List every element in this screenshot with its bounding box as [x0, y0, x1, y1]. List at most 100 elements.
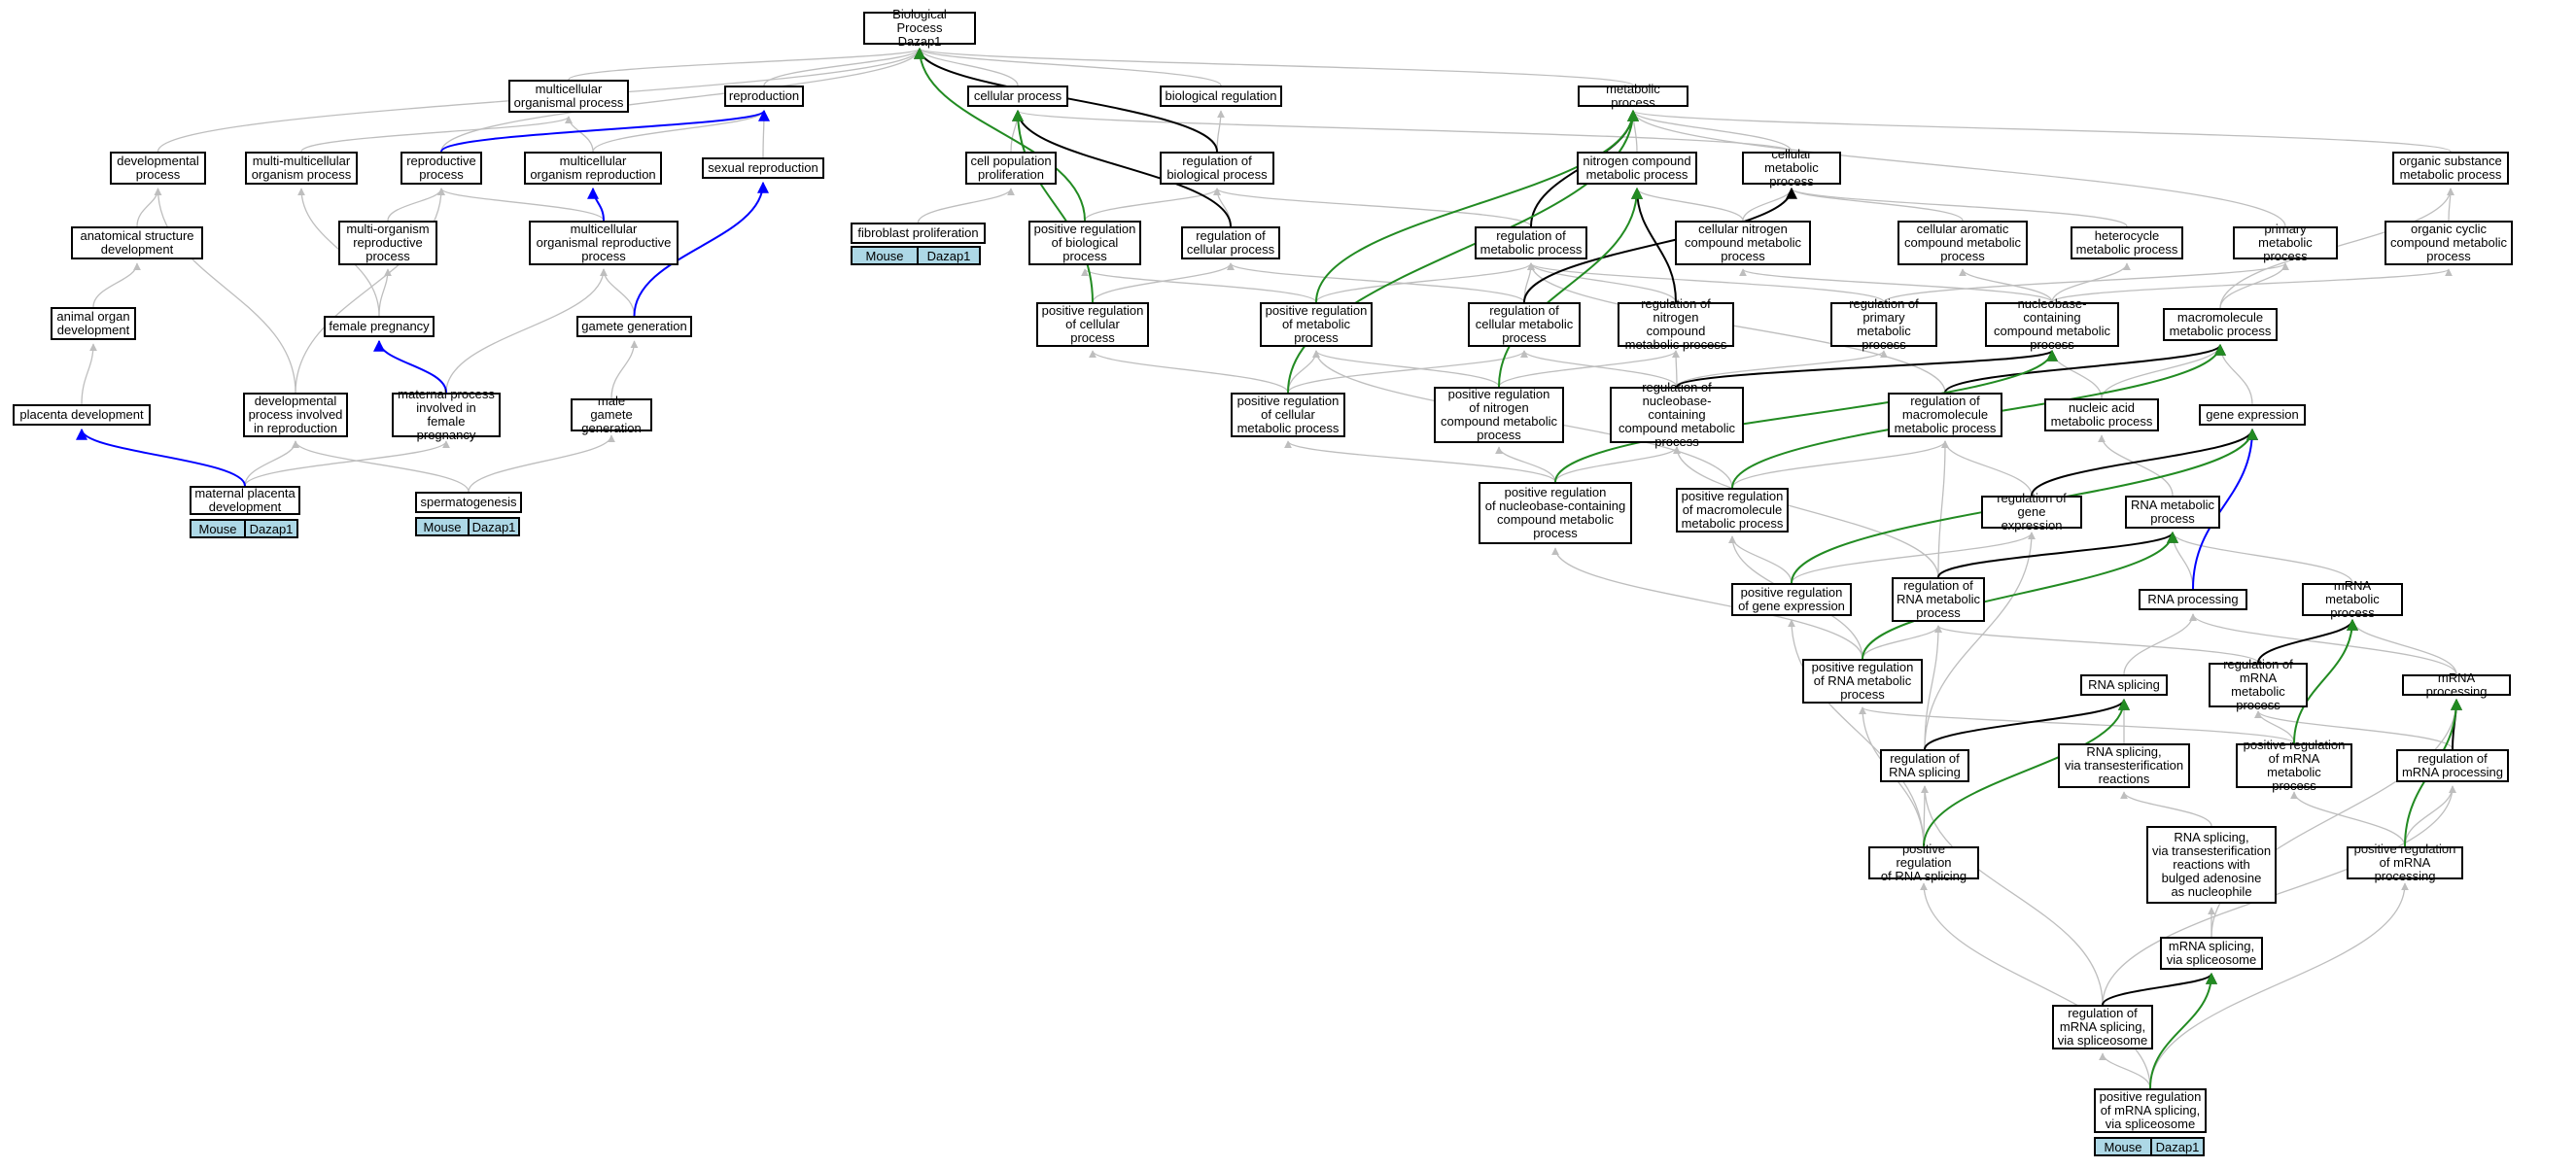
go-term-animal-organ[interactable]: animal organ development [51, 307, 136, 340]
go-term-dev-repro[interactable]: developmental process involved in reprod… [243, 393, 348, 437]
go-term-pos-reg-mrna-processing[interactable]: positive regulation of mRNA processing [2347, 842, 2463, 883]
is-a-edge-cell-metab-to-metabolic [1629, 110, 1793, 153]
is-a-edge-nucleobase-to-cell-arom [1959, 268, 2053, 303]
go-term-pos-reg-cell-metab[interactable]: positive regulation of cellular metaboli… [1231, 393, 1345, 437]
is-a-edge-reg-nitro-to-reg-metab [1527, 262, 1677, 303]
go-term-gamete-gen[interactable]: gamete generation [576, 316, 692, 337]
go-term-sexual-repro[interactable]: sexual reproduction [702, 157, 824, 179]
go-term-rna-splicing-bulged[interactable]: RNA splicing, via transesterification re… [2146, 826, 2277, 904]
is-a-edge-fibro-prolif-to-cell-pop-prolif [917, 188, 1015, 223]
is-a-edge-rna-splicing-to-rna-processing [2123, 613, 2197, 675]
regulates-edge-reg-rna-splicing-to-rna-splicing [1924, 698, 2130, 750]
go-term-repro-process[interactable]: reproductive process [400, 152, 482, 185]
go-term-reg-macromol[interactable]: regulation of macromolecule metabolic pr… [1888, 393, 2002, 437]
go-term-cell-nitro[interactable]: cellular nitrogen compound metabolic pro… [1675, 221, 1811, 265]
go-term-reg-cell[interactable]: regulation of cellular process [1181, 226, 1280, 259]
go-term-rna-metab[interactable]: RNA metabolic process [2125, 496, 2220, 529]
is-a-edge-pos-reg-metab-to-pos-reg-bio [1081, 268, 1317, 303]
go-term-rna-splicing-trans[interactable]: RNA splicing, via transesterification re… [2058, 743, 2190, 788]
go-term-placenta-dev[interactable]: placenta development [13, 404, 151, 426]
go-term-heterocycle[interactable]: heterocycle metabolic process [2071, 226, 2183, 259]
go-term-mm-org[interactable]: multi-multicellular organism process [245, 152, 358, 185]
go-term-reg-mrna-splicing[interactable]: regulation of mRNA splicing, via spliceo… [2052, 1005, 2153, 1049]
go-term-anat-struct[interactable]: anatomical structure development [71, 226, 203, 259]
is-a-edge-repro-process-to-bp [440, 48, 923, 153]
go-term-reg-nitro[interactable]: regulation of nitrogen compound metaboli… [1618, 297, 1734, 352]
positively-regulates-edge-pos-reg-nucleobase-to-nucleobase [1554, 349, 2058, 483]
go-term-pos-reg-rna-splicing[interactable]: positive regulation of RNA splicing [1868, 842, 1979, 883]
go-term-multi-org-repro[interactable]: multi-organism reproductive process [338, 221, 437, 265]
is-a-edge-placenta-dev-to-animal-organ [81, 343, 97, 405]
regulates-edge-reg-cell-metab-to-cell-metab [1523, 187, 1797, 303]
go-term-cellular-process[interactable]: cellular process [967, 86, 1068, 107]
go-term-nucleobase[interactable]: nucleobase-containing compound metabolic… [1985, 297, 2119, 352]
go-term-reg-primary[interactable]: regulation of primary metabolic process [1830, 297, 1937, 352]
go-term-reg-mrna-metab[interactable]: regulation of mRNA metabolic process [2209, 658, 2308, 712]
go-term-reg-bio[interactable]: regulation of biological process [1160, 152, 1274, 185]
go-term-mrna-metab[interactable]: mRNA metabolic process [2302, 579, 2403, 620]
is-a-edge-reg-metab-to-reg-bio [1213, 188, 1532, 227]
go-term-macromol[interactable]: macromolecule metabolic process [2163, 308, 2278, 341]
is-a-edge-pos-reg-cell-metab-to-reg-cell-metab [1287, 350, 1528, 394]
go-term-cell-metab[interactable]: cellular metabolic process [1742, 148, 1841, 189]
go-term-org-cyclic[interactable]: organic cyclic compound metabolic proces… [2385, 221, 2513, 265]
go-term-spermatogenesis[interactable]: spermatogenesis [415, 492, 522, 513]
organism-badge: Mouse [851, 246, 919, 265]
go-term-pos-reg-cell[interactable]: positive regulation of cellular process [1036, 302, 1149, 347]
is-a-edge-pos-reg-mrna-processing-to-reg-mrna-processing [2404, 785, 2456, 847]
go-term-mc-org-repro[interactable]: multicellular organism reproduction [524, 152, 662, 185]
go-term-rna-processing[interactable]: RNA processing [2139, 589, 2247, 610]
go-term-nitrogen-comp[interactable]: nitrogen compound metabolic process [1577, 152, 1697, 185]
go-term-multi-org[interactable]: multicellular organismal process [508, 80, 629, 113]
regulates-edge-reg-nitro-to-nitrogen-comp [1631, 187, 1677, 303]
go-term-pos-reg-gene-expr[interactable]: positive regulation of gene expression [1731, 583, 1852, 616]
go-term-reg-mrna-processing[interactable]: regulation of mRNA processing [2396, 749, 2509, 782]
is-a-edge-mc-org-repro-to-reproduction [592, 110, 768, 153]
go-term-reg-metab[interactable]: regulation of metabolic process [1475, 226, 1587, 259]
go-term-reg-gene-expr[interactable]: regulation of gene expression [1981, 492, 2082, 533]
go-term-cell-pop-prolif[interactable]: cell population proliferation [965, 152, 1057, 185]
go-term-pos-reg-metab[interactable]: positive regulation of metabolic process [1260, 302, 1373, 347]
is-a-edge-pos-reg-nucleobase-to-pos-reg-nitro [1495, 446, 1556, 483]
go-term-pos-reg-macromol[interactable]: positive regulation of macromolecule met… [1676, 488, 1789, 533]
go-term-primary-metab[interactable]: primary metabolic process [2233, 223, 2338, 263]
is-a-edge-pos-reg-rna-splicing-to-pos-reg-gene-expr [1788, 619, 1925, 847]
go-term-pos-reg-rna-metab[interactable]: positive regulation of RNA metabolic pro… [1802, 659, 1923, 704]
go-term-pos-reg-bio[interactable]: positive regulation of biological proces… [1028, 221, 1141, 265]
go-term-pos-reg-nitro[interactable]: positive regulation of nitrogen compound… [1434, 387, 1564, 443]
is-a-edge-primary-metab-to-metabolic [1629, 110, 2286, 227]
is-a-edge-pos-reg-macromol-to-reg-macromol [1731, 440, 1949, 489]
is-a-edge-pos-reg-mrna-splicing-to-pos-reg-mrna-processing [2149, 882, 2409, 1089]
go-term-mrna-splicing[interactable]: mRNA splicing, via spliceosome [2160, 937, 2263, 970]
is-a-edge-animal-organ-to-anat-struct [92, 262, 141, 308]
go-term-reproduction[interactable]: reproduction [724, 86, 804, 107]
go-term-pos-reg-mrna-splicing[interactable]: positive regulation of mRNA splicing, vi… [2094, 1088, 2207, 1133]
go-term-nucleic-acid[interactable]: nucleic acid metabolic process [2044, 398, 2159, 431]
go-term-female-preg[interactable]: female pregnancy [324, 316, 435, 337]
go-term-maternal-preg[interactable]: maternal process involved in female preg… [392, 388, 501, 442]
go-term-mc-org-repro-proc[interactable]: multicellular organismal reproductive pr… [529, 221, 679, 265]
go-term-pos-reg-mrna-metab[interactable]: positive regulation of mRNA metabolic pr… [2236, 739, 2352, 793]
go-term-metabolic[interactable]: metabolic process [1578, 83, 1688, 110]
go-term-reg-rna-metab[interactable]: regulation of RNA metabolic process [1892, 577, 1985, 622]
go-term-maternal-placenta[interactable]: maternal placenta development [190, 486, 300, 515]
go-term-reg-cell-metab[interactable]: regulation of cellular metabolic process [1468, 302, 1581, 347]
go-term-bio-reg[interactable]: biological regulation [1160, 86, 1282, 107]
is-a-edge-bio-reg-to-bp [916, 48, 1222, 86]
go-term-bp[interactable]: Biological Process Dazap1 [863, 8, 976, 49]
go-term-org-subst[interactable]: organic substance metabolic process [2392, 152, 2509, 185]
go-term-rna-splicing[interactable]: RNA splicing [2080, 674, 2168, 696]
is-a-edge-mrna-metab-to-rna-metab [2169, 532, 2353, 584]
go-term-dev-process[interactable]: developmental process [110, 152, 206, 185]
go-term-mrna-processing[interactable]: mRNA processing [2402, 671, 2511, 699]
go-term-gene-expr[interactable]: gene expression [2199, 404, 2306, 426]
go-term-pos-reg-nucleobase[interactable]: positive regulation of nucleobase-contai… [1479, 482, 1632, 544]
go-term-cell-arom[interactable]: cellular aromatic compound metabolic pro… [1897, 221, 2028, 265]
go-term-fibro-prolif[interactable]: fibroblast proliferation [851, 223, 986, 244]
is-a-edge-pos-reg-mrna-metab-to-pos-reg-rna-metab [1859, 706, 2295, 744]
go-term-reg-rna-splicing[interactable]: regulation of RNA splicing [1880, 749, 1969, 782]
go-term-male-gamete[interactable]: male gamete generation [571, 395, 652, 435]
is-a-edge-pos-reg-mrna-splicing-to-pos-reg-rna-splicing [1920, 882, 2151, 1089]
go-term-reg-nucleobase[interactable]: regulation of nucleobase-containing comp… [1610, 381, 1744, 449]
